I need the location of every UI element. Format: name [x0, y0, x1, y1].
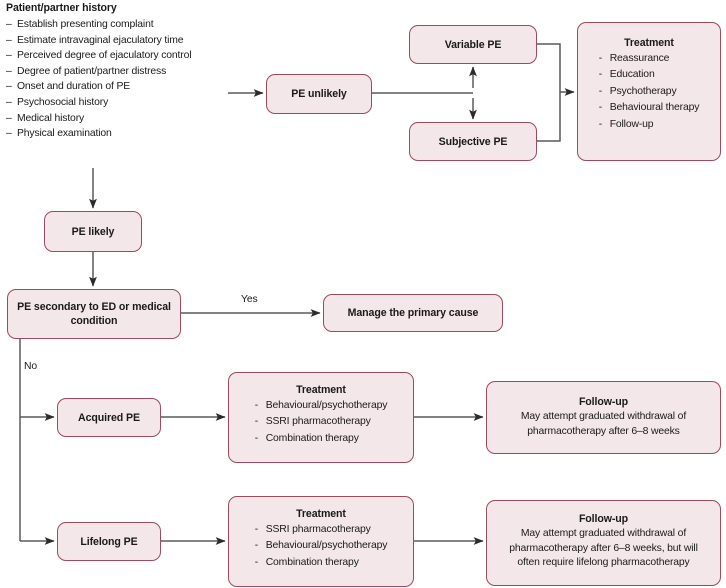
treatment-list: -SSRI pharmacotherapy -Behavioural/psych… — [255, 522, 388, 571]
node-label: Variable PE — [444, 38, 502, 51]
list-item: -Behavioural/psychotherapy — [255, 398, 388, 414]
node-pe-secondary-to-ed[interactable]: PE secondary to ED or medical condition — [7, 289, 181, 339]
list-item: -Behavioural therapy — [599, 100, 700, 116]
list-item-label: Combination therapy — [265, 432, 359, 444]
list-item-label: Estimate intravaginal ejaculatory time — [17, 34, 184, 46]
list-item-label: Psychotherapy — [609, 85, 677, 97]
list-item-label: Reassurance — [609, 53, 670, 64]
node-variable-pe[interactable]: Variable PE — [409, 25, 537, 64]
dash-bullet: – — [6, 50, 12, 62]
dash-bullet: - — [254, 416, 259, 428]
dash-bullet: - — [254, 400, 259, 411]
dash-bullet: - — [598, 69, 603, 81]
dash-bullet: – — [6, 96, 12, 108]
list-item-label: Medical history — [17, 112, 85, 124]
followup-line: pharmacotherapy after 6–8 weeks, but wil… — [509, 542, 698, 554]
edge-label-yes: Yes — [241, 294, 258, 305]
list-item-label: Perceived degree of ejaculatory control — [17, 50, 192, 62]
list-item: –Perceived degree of ejaculatory control — [6, 48, 231, 64]
patient-history-list: –Establish presenting complaint –Estimat… — [6, 17, 231, 142]
node-followup-lifelong[interactable]: Follow-up May attempt graduated withdraw… — [486, 500, 721, 586]
node-label: PE likely — [71, 225, 115, 238]
dash-bullet: - — [254, 556, 259, 568]
list-item-label: SSRI pharmacotherapy — [265, 524, 371, 535]
dash-bullet: – — [6, 65, 12, 77]
dash-bullet: – — [6, 112, 12, 124]
dash-bullet: - — [254, 540, 259, 552]
node-label: Acquired PE — [78, 411, 140, 424]
list-item: -SSRI pharmacotherapy — [255, 522, 388, 538]
dash-bullet: - — [598, 53, 603, 64]
dash-bullet: – — [6, 128, 12, 140]
node-label: PE unlikely — [291, 88, 347, 100]
list-item: -Follow-up — [599, 117, 700, 133]
node-subjective-pe[interactable]: Subjective PE — [409, 122, 537, 161]
list-item: –Onset and duration of PE — [6, 79, 231, 95]
list-item: –Psychosocial history — [6, 95, 231, 111]
followup-line: pharmacotherapy after 6–8 weeks — [527, 425, 680, 437]
list-item-label: Degree of patient/partner distress — [17, 65, 167, 77]
node-heading: Treatment — [296, 384, 346, 396]
list-item-label: Follow-up — [609, 118, 654, 130]
node-acquired-pe[interactable]: Acquired PE — [57, 398, 161, 437]
node-label: Subjective PE — [438, 135, 508, 148]
node-treatment-variable-subjective[interactable]: Treatment -Reassurance -Education -Psych… — [577, 22, 721, 161]
dash-bullet: - — [254, 432, 259, 444]
dash-bullet: – — [6, 19, 12, 30]
list-item-label: Combination therapy — [265, 556, 359, 568]
dash-bullet: - — [254, 524, 259, 535]
followup-line: often require lifelong pharmacotherapy — [517, 557, 690, 569]
list-item-label: SSRI pharmacotherapy — [265, 416, 371, 428]
node-label: Lifelong PE — [80, 535, 138, 548]
node-heading: Treatment — [624, 37, 674, 49]
list-item: -Psychotherapy — [599, 84, 700, 100]
list-item: –Estimate intravaginal ejaculatory time — [6, 33, 231, 49]
list-item-label: Behavioural/psychotherapy — [265, 400, 388, 411]
node-label: Manage the primary cause — [347, 307, 479, 319]
node-lifelong-pe[interactable]: Lifelong PE — [57, 522, 161, 561]
patient-history-title: Patient/partner history — [6, 2, 117, 14]
dash-bullet: - — [598, 102, 603, 114]
treatment-list: -Behavioural/psychotherapy -SSRI pharmac… — [255, 398, 388, 447]
node-followup-acquired[interactable]: Follow-up May attempt graduated withdraw… — [486, 381, 721, 454]
list-item: –Degree of patient/partner distress — [6, 64, 231, 80]
list-item-label: Psychosocial history — [17, 96, 109, 108]
list-item: –Establish presenting complaint — [6, 17, 231, 33]
list-item-label: Behavioural/psychotherapy — [265, 540, 388, 552]
list-item-label: Establish presenting complaint — [17, 19, 154, 30]
node-label: PE secondary to ED or medical condition — [17, 301, 171, 327]
followup-line: May attempt graduated withdrawal of — [520, 528, 687, 539]
node-heading: Follow-up — [578, 513, 629, 525]
list-item: –Medical history — [6, 111, 231, 127]
list-item: –Physical examination — [6, 126, 231, 142]
node-pe-likely[interactable]: PE likely — [44, 211, 142, 252]
node-treatment-lifelong[interactable]: Treatment -SSRI pharmacotherapy -Behavio… — [228, 496, 414, 587]
node-manage-primary-cause[interactable]: Manage the primary cause — [323, 294, 503, 332]
dash-bullet: – — [6, 34, 12, 46]
followup-line: May attempt graduated withdrawal of — [520, 411, 687, 422]
list-item: -Combination therapy — [255, 555, 388, 571]
treatment-list: -Reassurance -Education -Psychotherapy -… — [599, 51, 700, 133]
node-treatment-acquired[interactable]: Treatment -Behavioural/psychotherapy -SS… — [228, 372, 414, 463]
node-heading: Follow-up — [578, 396, 629, 408]
list-item: -Education — [599, 67, 700, 83]
list-item: -Behavioural/psychotherapy — [255, 538, 388, 554]
list-item-label: Physical examination — [17, 128, 112, 140]
node-heading: Treatment — [296, 508, 346, 520]
list-item: -Combination therapy — [255, 431, 388, 447]
edge-pe-types-merge — [537, 43, 561, 142]
list-item-label: Onset and duration of PE — [17, 81, 131, 93]
node-pe-unlikely[interactable]: PE unlikely — [266, 74, 372, 114]
list-item-label: Behavioural therapy — [609, 102, 700, 114]
dash-bullet: - — [598, 118, 603, 130]
dash-bullet: - — [598, 85, 603, 97]
edge-label-no: No — [24, 361, 38, 372]
list-item: -SSRI pharmacotherapy — [255, 414, 388, 430]
dash-bullet: – — [6, 81, 12, 93]
list-item: -Reassurance — [599, 51, 700, 67]
patient-history-block: Patient/partner history –Establish prese… — [6, 2, 231, 142]
list-item-label: Education — [609, 69, 655, 81]
